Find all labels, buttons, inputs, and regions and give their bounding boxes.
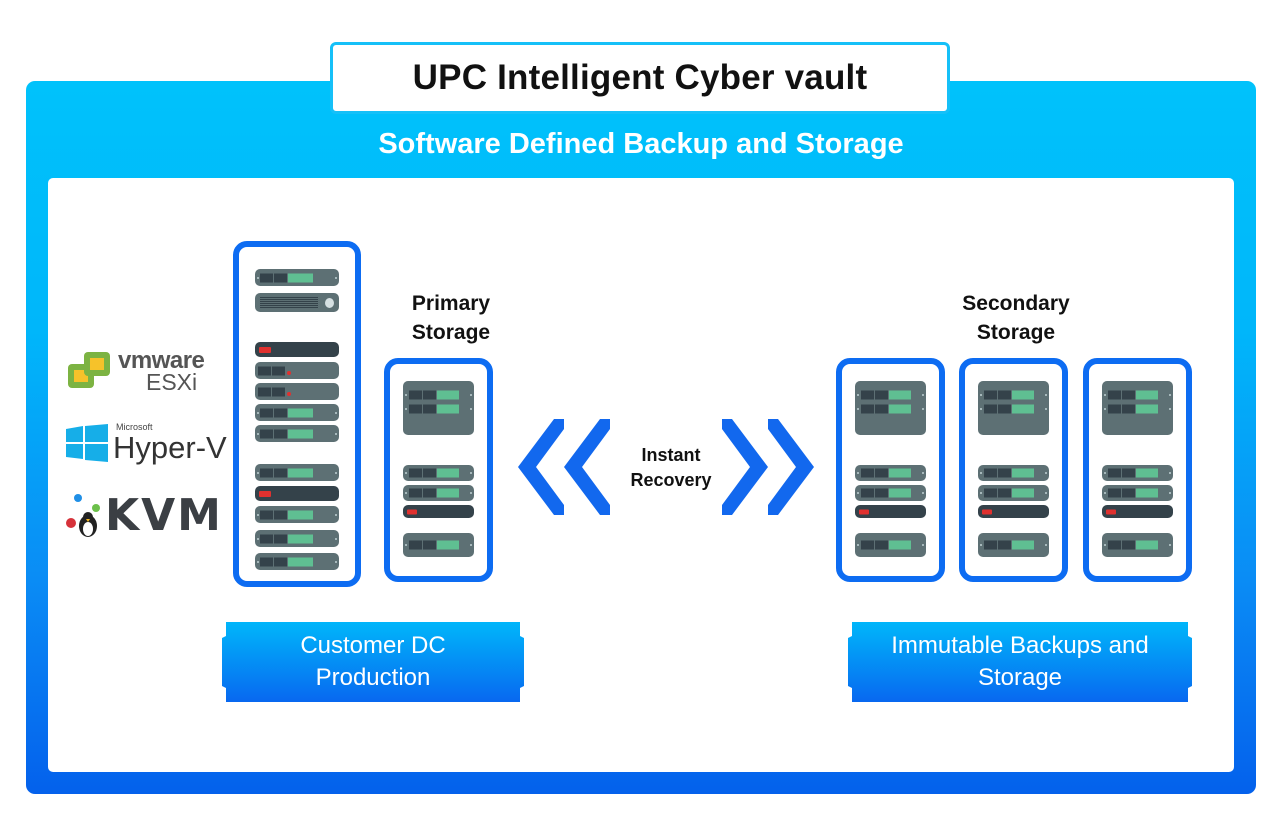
server-unit: [255, 362, 339, 379]
server-unit: [855, 533, 926, 557]
hyper-v-label: Hyper-V: [113, 430, 227, 465]
vmware-wordmark: vmware: [118, 347, 205, 374]
server-unit: [403, 533, 474, 557]
tux-penguin-icon: [66, 494, 100, 537]
storage-array: [1102, 381, 1173, 435]
recovery-arrows-right-icon: [722, 419, 814, 515]
server-unit: [978, 485, 1049, 501]
server-unit-alert: [255, 342, 339, 357]
chevron-right-icon: [768, 419, 814, 515]
secondary-storage-rack: [836, 358, 945, 582]
chevron-left-icon: [564, 419, 610, 515]
storage-array: [978, 381, 1049, 435]
page-subtitle: Software Defined Backup and Storage: [378, 128, 904, 160]
secondary-storage-rack: [1083, 358, 1192, 582]
esxi-label: ESXi: [146, 369, 198, 395]
server-unit: [855, 465, 926, 481]
server-unit: [1102, 533, 1173, 557]
microsoft-label: Microsoft: [116, 422, 153, 432]
server-unit: [855, 485, 926, 501]
server-unit: [255, 404, 339, 421]
server-unit: [403, 485, 474, 501]
server-unit: [255, 506, 339, 523]
server-unit-alert: [255, 486, 339, 501]
server-unit: [255, 530, 339, 547]
server-unit-vented: [255, 293, 339, 312]
server-unit: [255, 425, 339, 442]
server-unit: [403, 465, 474, 481]
server-unit: [978, 533, 1049, 557]
windows-logo-icon: [66, 424, 108, 462]
vmware-logo-icon: [68, 352, 110, 388]
production-rack: [233, 241, 361, 587]
storage-array: [403, 381, 474, 435]
storage-array: [855, 381, 926, 435]
primary-storage-rack: [384, 358, 493, 582]
chevron-left-icon: [518, 419, 564, 515]
server-unit: [255, 269, 339, 286]
chevron-right-icon: [722, 419, 768, 515]
title-box: UPC Intelligent Cyber vault: [330, 42, 950, 114]
server-unit-alert: [403, 505, 474, 518]
server-unit-alert: [855, 505, 926, 518]
server-unit: [255, 553, 339, 570]
server-unit-alert: [978, 505, 1049, 518]
secondary-storage-rack: [959, 358, 1068, 582]
page-title: UPC Intelligent Cyber vault: [412, 58, 868, 97]
server-unit: [978, 465, 1049, 481]
server-unit: [1102, 485, 1173, 501]
server-unit: [255, 383, 339, 400]
server-unit-alert: [1102, 505, 1173, 518]
kvm-label: KVM: [105, 490, 223, 541]
server-unit: [1102, 465, 1173, 481]
recovery-arrows-left-icon: [518, 419, 610, 515]
server-unit: [255, 464, 339, 481]
